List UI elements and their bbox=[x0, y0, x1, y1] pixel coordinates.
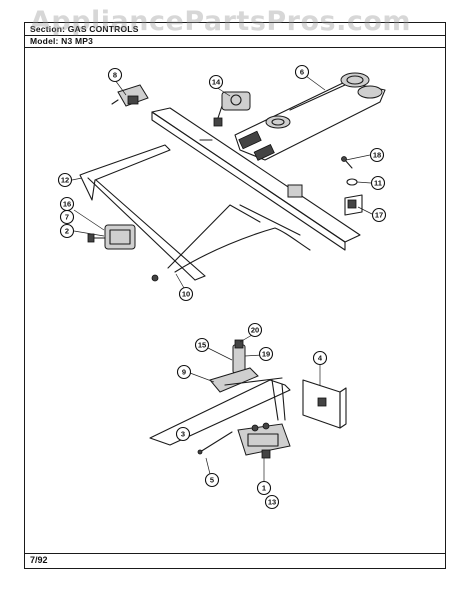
svg-text:14: 14 bbox=[212, 78, 221, 87]
rail-12 bbox=[79, 144, 206, 281]
callout-10: 10 bbox=[178, 286, 194, 302]
svg-text:17: 17 bbox=[375, 211, 383, 220]
callout-2: 2 bbox=[59, 223, 75, 239]
callout-4: 4 bbox=[312, 350, 328, 366]
callout-12: 12 bbox=[57, 172, 73, 188]
section-title: Section: GAS CONTROLS bbox=[30, 24, 139, 34]
rod-5 bbox=[197, 431, 233, 455]
diagram-sheet: Section: GAS CONTROLS Model: N3 MP3 7/92 bbox=[24, 22, 446, 569]
washer-11 bbox=[346, 178, 358, 186]
svg-text:4: 4 bbox=[318, 354, 323, 363]
callout-16: 16 bbox=[59, 196, 75, 212]
callout-3: 3 bbox=[175, 426, 191, 442]
screw-18 bbox=[341, 156, 353, 169]
control-valve-1 bbox=[237, 422, 291, 459]
burner-tube-assembly bbox=[234, 72, 386, 161]
callout-17: 17 bbox=[371, 207, 387, 223]
svg-text:15: 15 bbox=[198, 341, 206, 350]
bracket-4 bbox=[302, 379, 347, 429]
callout-14: 14 bbox=[208, 74, 224, 90]
callout-13: 13 bbox=[264, 494, 280, 510]
model-line: Model: N3 MP3 bbox=[30, 36, 94, 46]
svg-text:6: 6 bbox=[300, 68, 304, 77]
svg-text:9: 9 bbox=[182, 368, 186, 377]
callout-11: 11 bbox=[370, 175, 386, 191]
footer-date: 7/92 bbox=[30, 555, 48, 565]
manifold-bracket bbox=[151, 107, 361, 251]
part-8 bbox=[111, 84, 149, 107]
svg-text:11: 11 bbox=[374, 179, 382, 188]
pilot-assembly bbox=[209, 339, 283, 393]
header-divider-2 bbox=[25, 47, 445, 48]
callout-6: 6 bbox=[294, 64, 310, 80]
svg-text:12: 12 bbox=[61, 176, 69, 185]
tube-3 bbox=[149, 379, 291, 446]
header-divider bbox=[25, 35, 445, 36]
valve-14 bbox=[213, 91, 251, 127]
callout-15: 15 bbox=[194, 337, 210, 353]
svg-text:10: 10 bbox=[182, 290, 190, 299]
callout-18: 18 bbox=[369, 147, 385, 163]
callout-7: 7 bbox=[59, 209, 75, 225]
bracket-17 bbox=[287, 184, 363, 216]
svg-text:20: 20 bbox=[251, 326, 259, 335]
footer-divider bbox=[25, 553, 445, 554]
callout-19: 19 bbox=[258, 346, 274, 362]
svg-text:8: 8 bbox=[113, 71, 117, 80]
thermocouple-10 bbox=[151, 204, 311, 282]
svg-text:16: 16 bbox=[63, 200, 71, 209]
svg-text:7: 7 bbox=[65, 213, 69, 222]
valve-2 bbox=[87, 224, 136, 250]
callout-5: 5 bbox=[204, 472, 220, 488]
watermark: AppliancePartsPros.com bbox=[30, 6, 412, 37]
callout-9: 9 bbox=[176, 364, 192, 380]
callout-1: 1 bbox=[256, 480, 272, 496]
callout-8: 8 bbox=[107, 67, 123, 83]
svg-text:13: 13 bbox=[268, 498, 276, 507]
callout-20: 20 bbox=[247, 322, 263, 338]
svg-text:18: 18 bbox=[373, 151, 381, 160]
svg-text:5: 5 bbox=[210, 476, 214, 485]
svg-text:1: 1 bbox=[262, 484, 266, 493]
svg-text:3: 3 bbox=[181, 430, 185, 439]
svg-text:2: 2 bbox=[65, 227, 69, 236]
svg-text:19: 19 bbox=[262, 350, 270, 359]
